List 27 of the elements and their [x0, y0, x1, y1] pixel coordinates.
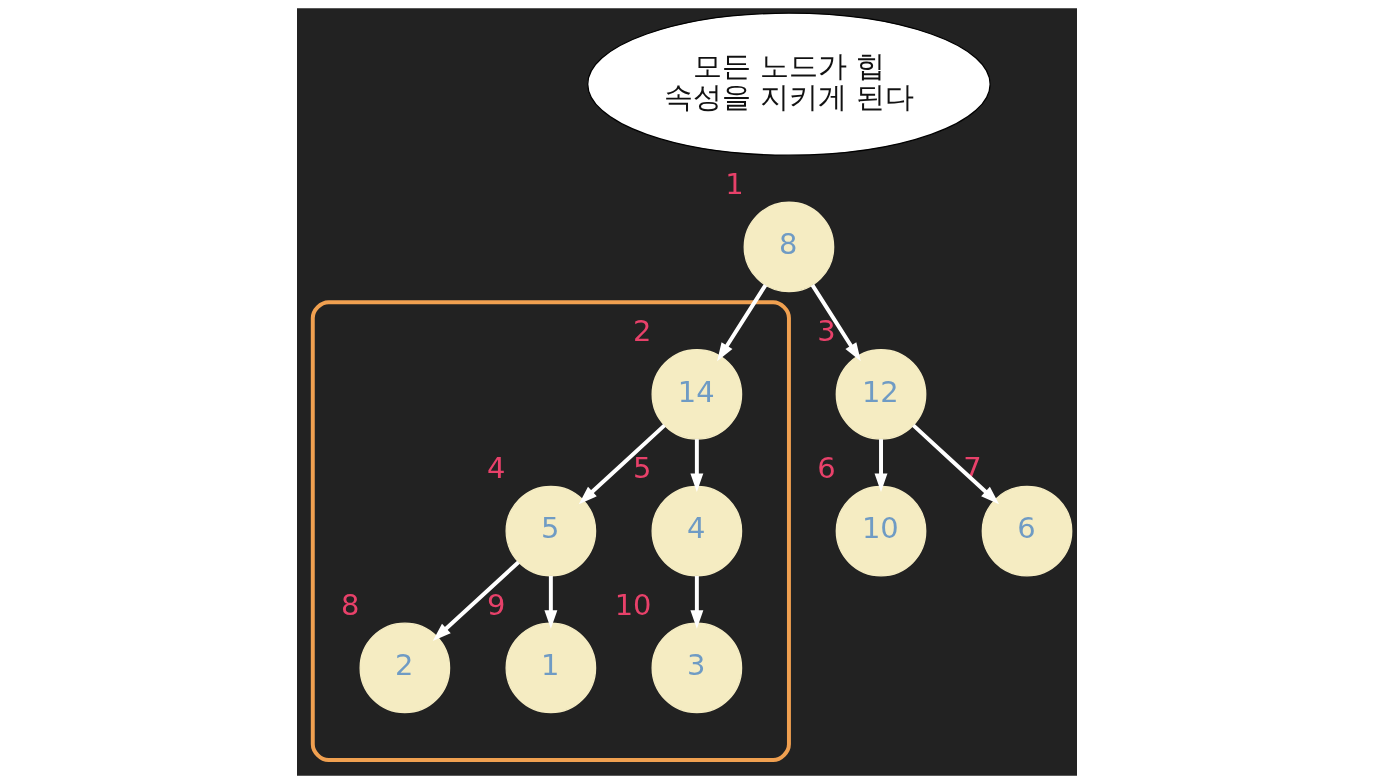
node-circle: 14: [651, 348, 743, 440]
node-label: 4: [487, 450, 506, 485]
node-label: 5: [633, 450, 652, 485]
node-circle: 10: [835, 485, 927, 577]
node-label: 3: [817, 314, 836, 349]
node-label: 10: [614, 587, 652, 622]
node-circle: 4: [651, 485, 743, 577]
arrow: [810, 284, 861, 362]
node-circle: 3: [651, 622, 743, 714]
node-ellipse: 모든 노드가 힙 속성을 지키게 된다: [587, 12, 991, 156]
arrow: [578, 423, 666, 505]
arrow: [432, 560, 520, 641]
arrow: [717, 284, 768, 362]
node-label: 1: [725, 166, 744, 201]
arrow: [912, 423, 1000, 505]
node-circle: 1: [505, 622, 597, 714]
arrow: [544, 575, 558, 629]
cluster: [310, 300, 791, 762]
arrow: [690, 439, 704, 492]
node-label: 6: [817, 450, 836, 485]
arrow: [874, 439, 888, 492]
node-label: 9: [487, 587, 506, 622]
node-label: 2: [633, 314, 652, 349]
node-label: 8: [341, 587, 360, 622]
node-circle: 12: [835, 348, 927, 440]
arrow: [690, 575, 704, 629]
node-circle: 8: [743, 201, 835, 293]
